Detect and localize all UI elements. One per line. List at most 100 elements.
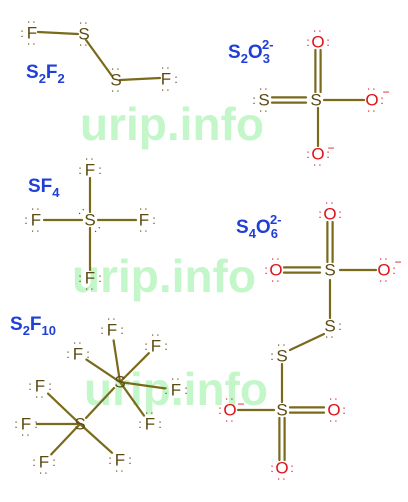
lone-pair: : xyxy=(223,419,237,422)
atom-o: O xyxy=(223,401,236,420)
lone-pair: : xyxy=(392,263,395,277)
lone-pair: : xyxy=(48,379,51,393)
lone-pair: : xyxy=(327,419,341,422)
atom-s: S xyxy=(84,211,95,230)
atom-f: F xyxy=(31,211,41,230)
charge-minus: − xyxy=(382,85,389,99)
lone-pair: : xyxy=(77,43,91,46)
lone-pair: : xyxy=(377,257,391,260)
atom-o: O xyxy=(311,145,324,164)
lone-pair: : xyxy=(137,207,151,210)
lone-pair: : xyxy=(52,455,55,469)
lone-pair: : xyxy=(138,417,141,431)
lone-pair: : xyxy=(164,383,167,397)
atom-s: S xyxy=(276,401,287,420)
lone-pair: : xyxy=(100,323,103,337)
lone-pair: : xyxy=(327,397,341,400)
atom-f: F xyxy=(161,70,171,89)
lone-pair: : xyxy=(24,213,27,227)
atom-f: F xyxy=(115,451,125,470)
lone-pair: : xyxy=(83,287,97,290)
single-bond xyxy=(118,380,146,417)
lone-pair: : xyxy=(342,403,345,417)
lone-pair: : xyxy=(137,229,151,232)
atom-s: S xyxy=(114,373,125,392)
atom-o: O xyxy=(275,459,288,478)
formula-sf4: SF4 xyxy=(28,176,60,200)
lone-pair: : xyxy=(311,29,325,32)
single-bond xyxy=(288,332,326,352)
lone-pair: : xyxy=(144,339,147,353)
lone-pair: : xyxy=(306,35,309,49)
single-bond xyxy=(118,352,150,384)
single-bond xyxy=(84,38,114,78)
formula-s2f2: S2F2 xyxy=(26,62,65,86)
single-bond xyxy=(78,422,114,454)
atom-o: O xyxy=(269,261,282,280)
lone-pair: : xyxy=(66,347,69,361)
formula-s4o6: S4O62- xyxy=(236,212,282,241)
lone-pair: : xyxy=(113,469,127,472)
atom-f: F xyxy=(39,453,49,472)
lone-pair: : xyxy=(159,66,173,69)
lone-pair: : xyxy=(311,163,325,166)
atom-f: F xyxy=(35,377,45,396)
lone-pair: : xyxy=(120,323,123,337)
lone-pair: : xyxy=(184,383,187,397)
atom-s: S xyxy=(324,317,335,336)
lone-pair: : xyxy=(169,377,183,380)
atom-o: O xyxy=(323,205,336,224)
lone-pair: : xyxy=(365,109,379,112)
lone-pair: : xyxy=(326,35,329,49)
lone-pair: : xyxy=(174,72,177,86)
atom-f: F xyxy=(73,345,83,364)
atom-s: S xyxy=(276,347,287,366)
lone-pair: : xyxy=(109,67,123,70)
lone-pair: : xyxy=(338,319,341,333)
charge-minus: − xyxy=(237,397,244,411)
lone-pair: : xyxy=(33,395,47,398)
lone-pair: : xyxy=(270,349,273,363)
lone-pair: : xyxy=(290,461,293,475)
lone-pair: : xyxy=(275,477,289,480)
lone-pair: : xyxy=(323,335,337,338)
lone-pair: : xyxy=(32,455,35,469)
lone-pair: : xyxy=(25,20,39,23)
lone-pair: : xyxy=(223,397,237,400)
lone-pair: : xyxy=(264,263,267,277)
atom-s: S xyxy=(310,91,321,110)
atom-f: F xyxy=(27,24,37,43)
charge-minus: − xyxy=(394,255,401,269)
single-bond xyxy=(36,30,80,36)
lone-pair: : xyxy=(158,417,161,431)
lone-pair: : xyxy=(78,163,81,177)
lone-pair: : xyxy=(98,271,101,285)
atom-f: F xyxy=(151,337,161,356)
atom-f: F xyxy=(85,269,95,288)
atom-f: F xyxy=(107,321,117,340)
single-bond xyxy=(84,386,116,420)
formula-s2o3: S2O32- xyxy=(228,37,274,66)
atom-s: S xyxy=(74,415,85,434)
lone-pair: : xyxy=(164,339,167,353)
single-bond xyxy=(118,380,166,390)
lone-pair: : xyxy=(338,207,341,221)
single-bond xyxy=(46,392,82,426)
lone-pair: : xyxy=(257,87,271,90)
lone-pair: : xyxy=(149,333,163,336)
atom-f: F xyxy=(145,415,155,434)
lone-pair: : xyxy=(34,417,37,431)
lone-pair: : xyxy=(29,207,43,210)
watermark-text: urip.info xyxy=(80,98,264,150)
lone-pair: : xyxy=(83,157,97,160)
lone-pair: : xyxy=(318,207,321,221)
lone-pair: : xyxy=(98,163,101,177)
atom-s: S xyxy=(324,261,335,280)
lone-pair: : xyxy=(159,88,173,91)
lone-pair: : xyxy=(306,147,309,161)
lone-pair: : xyxy=(25,42,39,45)
atom-o: O xyxy=(311,33,324,52)
